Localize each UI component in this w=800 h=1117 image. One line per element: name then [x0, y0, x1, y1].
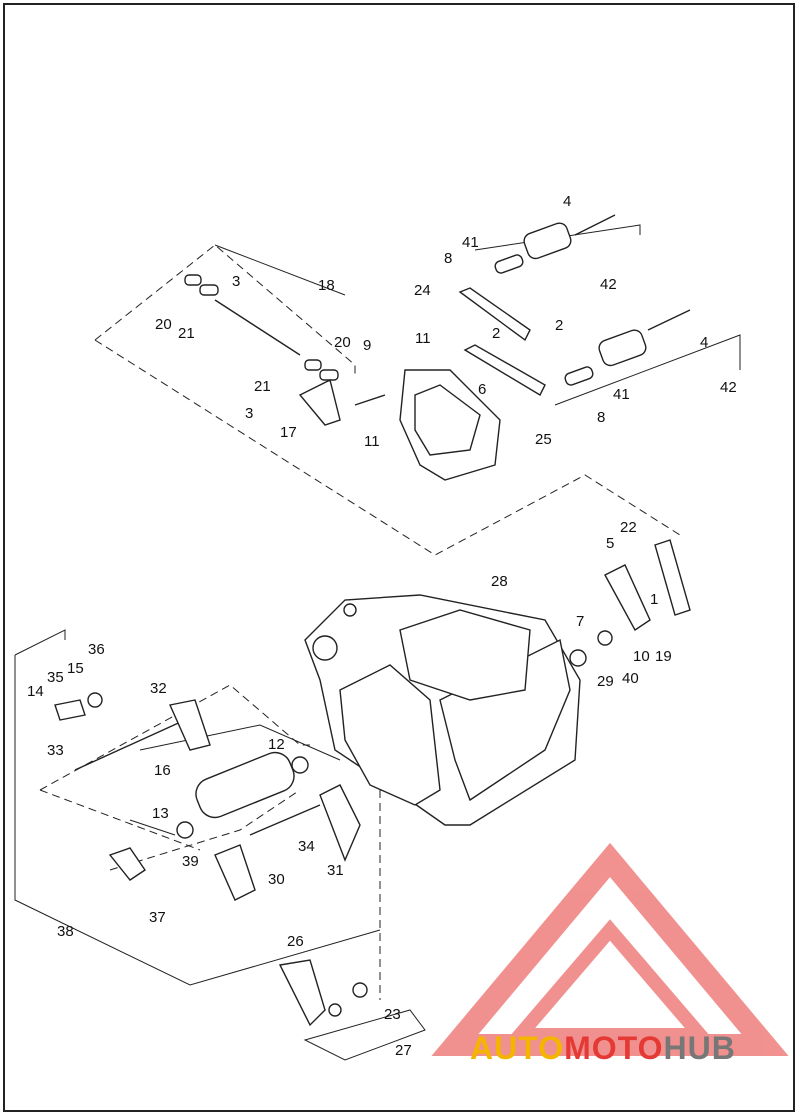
callout-35: 35 — [47, 669, 64, 686]
callout-21a: 21 — [178, 325, 195, 342]
callout-14: 14 — [27, 683, 44, 700]
part-callouts: 1 2 2 3 3 4 4 5 6 7 8 8 9 10 11 11 12 13… — [27, 193, 737, 1059]
callout-29: 29 — [597, 673, 614, 690]
callout-28: 28 — [491, 573, 508, 590]
shift-forks-drum — [54, 692, 361, 901]
callout-41a: 41 — [462, 234, 479, 251]
diagram-frame — [3, 3, 795, 1112]
callout-7: 7 — [576, 613, 584, 630]
callout-30: 30 — [268, 871, 285, 888]
callout-1: 1 — [650, 591, 658, 608]
callout-12: 12 — [268, 736, 285, 753]
callout-11b: 11 — [364, 433, 380, 450]
callout-3b: 3 — [245, 405, 253, 422]
callout-23: 23 — [384, 1006, 401, 1023]
callout-25: 25 — [535, 431, 552, 448]
watermark-part2: MOTO — [564, 1030, 664, 1066]
callout-4a: 4 — [563, 193, 571, 210]
callout-16: 16 — [154, 762, 171, 779]
callout-40: 40 — [622, 670, 639, 687]
callout-2a: 2 — [492, 325, 500, 342]
callout-6: 6 — [478, 381, 486, 398]
footpeg-parts — [458, 214, 691, 396]
callout-27: 27 — [395, 1042, 412, 1059]
watermark-part3: HUB — [663, 1030, 736, 1066]
transmission-housing — [304, 594, 581, 826]
callout-21b: 21 — [254, 378, 271, 395]
shift-linkage — [184, 274, 386, 426]
callout-15: 15 — [67, 660, 84, 677]
callout-22: 22 — [620, 519, 637, 536]
callout-20a: 20 — [155, 316, 172, 333]
shifter-pawl-assembly — [278, 959, 368, 1027]
shift-lever-arm — [569, 539, 691, 667]
callout-18: 18 — [318, 277, 335, 294]
callout-4b: 4 — [700, 334, 708, 351]
callout-39: 39 — [182, 853, 199, 870]
callout-10: 10 — [633, 648, 650, 665]
callout-8b: 8 — [597, 409, 605, 426]
watermark-logo-icon — [431, 842, 789, 1056]
leader-lines — [14, 224, 741, 1061]
watermark-part1: AUTO — [470, 1030, 565, 1066]
callout-31: 31 — [327, 862, 344, 879]
callout-42b: 42 — [720, 379, 737, 396]
callout-2b: 2 — [555, 317, 563, 334]
callout-3a: 3 — [232, 273, 240, 290]
callout-37: 37 — [149, 909, 166, 926]
callout-8a: 8 — [444, 250, 452, 267]
watermark-text: AUTOMOTOHUB — [470, 1030, 736, 1067]
callout-38: 38 — [57, 923, 74, 940]
callout-20b: 20 — [334, 334, 351, 351]
callout-42a: 42 — [600, 276, 617, 293]
callout-19: 19 — [655, 648, 672, 665]
callout-17: 17 — [280, 424, 297, 441]
callout-36: 36 — [88, 641, 105, 658]
callout-26: 26 — [287, 933, 304, 950]
callout-33: 33 — [47, 742, 64, 759]
callout-9: 9 — [363, 337, 371, 354]
callout-11a: 11 — [415, 330, 431, 347]
callout-5: 5 — [606, 535, 614, 552]
callout-32: 32 — [150, 680, 167, 697]
callout-13: 13 — [152, 805, 169, 822]
callout-41b: 41 — [613, 386, 630, 403]
callout-34: 34 — [298, 838, 315, 855]
shifter-bracket — [399, 369, 501, 481]
callout-24: 24 — [414, 282, 431, 299]
